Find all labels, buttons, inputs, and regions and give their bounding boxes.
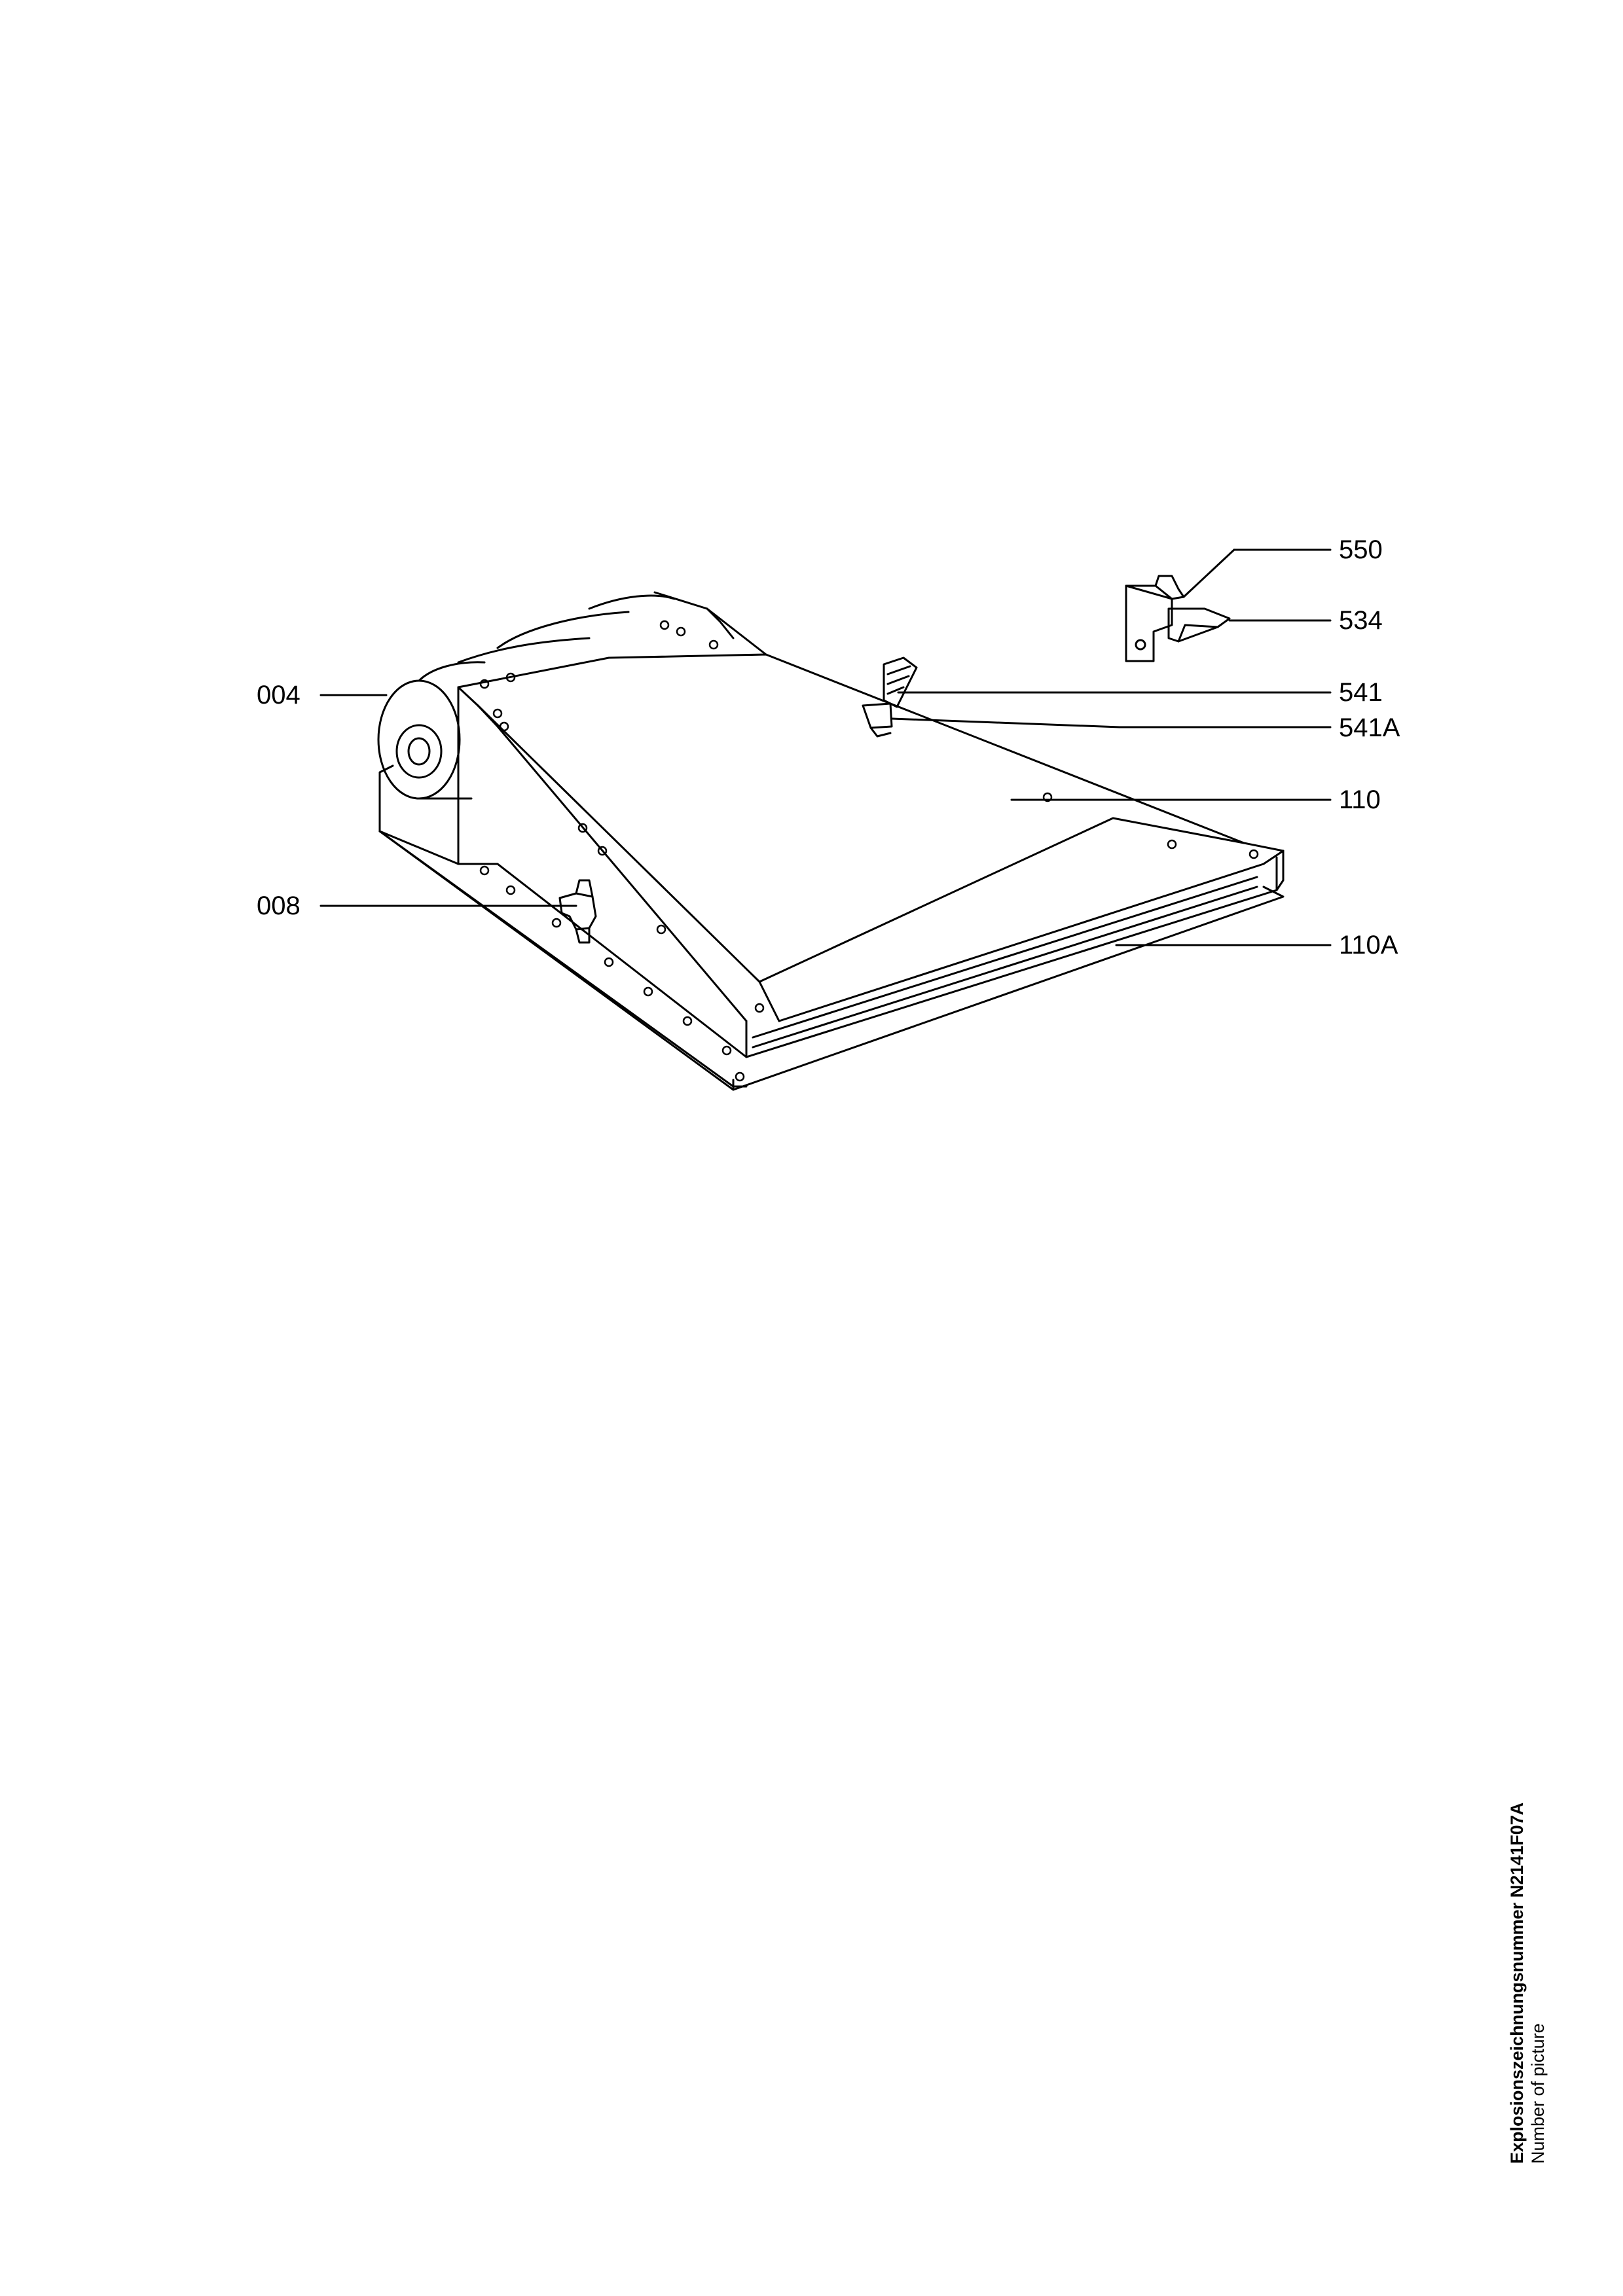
part-label-008: 008 [257,891,301,920]
switch-part-008 [558,879,597,944]
number-of-picture-caption: Number of picture [1528,2023,1548,2164]
part-label-541a: 541A [1339,713,1400,742]
housing-part-110 [378,620,1285,1091]
leader-line-550 [1182,548,1235,598]
part-label-110a: 110A [1339,931,1398,960]
part-label-004: 004 [257,681,301,709]
leader-lines [319,548,1332,946]
clip-part-541 [862,656,918,738]
bracket-part-550-534 [1125,575,1231,662]
part-label-541: 541 [1339,678,1383,707]
part-label-110: 110 [1339,785,1381,814]
leader-line-541a [890,717,1121,728]
part-label-550: 550 [1339,535,1383,564]
fan-motor-part-004 [377,591,767,800]
drawing-number-caption: Explosionszeichnungsnummer N2141F07A [1507,1802,1527,2164]
part-label-534: 534 [1339,606,1383,635]
